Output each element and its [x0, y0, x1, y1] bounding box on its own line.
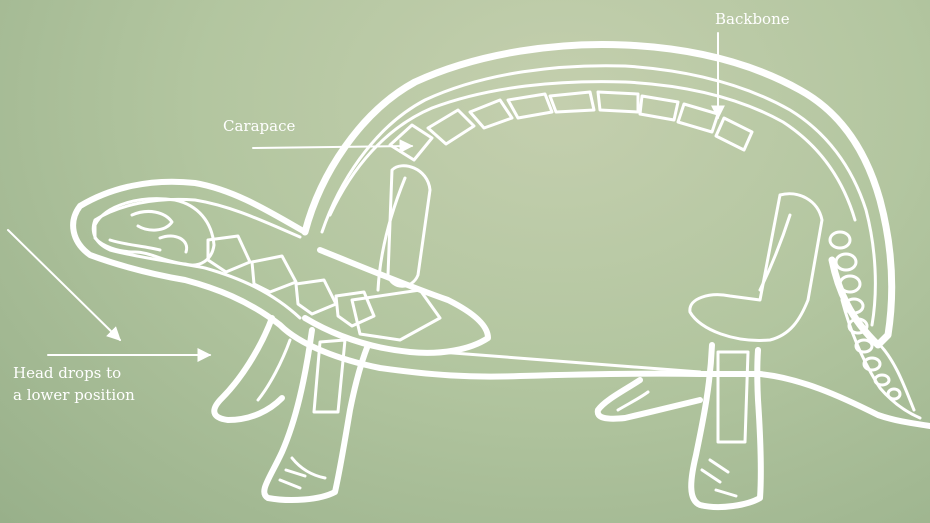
head-label-line-2: a lower position — [13, 384, 135, 406]
body-outline — [73, 182, 930, 426]
hind-leg-back — [598, 380, 700, 419]
neck-vertebrae — [208, 236, 374, 326]
carapace-arrow — [253, 146, 412, 148]
front-leg-left — [214, 318, 290, 420]
carapace-label: Carapace — [223, 115, 295, 137]
backbone-label: Backbone — [715, 8, 790, 30]
carapace-shell — [305, 44, 892, 345]
hind-girdle — [690, 194, 822, 341]
front-leg-right — [264, 330, 368, 500]
head-label-line-1: Head drops to — [13, 362, 135, 384]
front-girdle — [352, 166, 440, 340]
hind-leg-front — [691, 345, 761, 507]
head-position-label: Head drops to a lower position — [13, 362, 135, 406]
skull — [95, 199, 214, 265]
